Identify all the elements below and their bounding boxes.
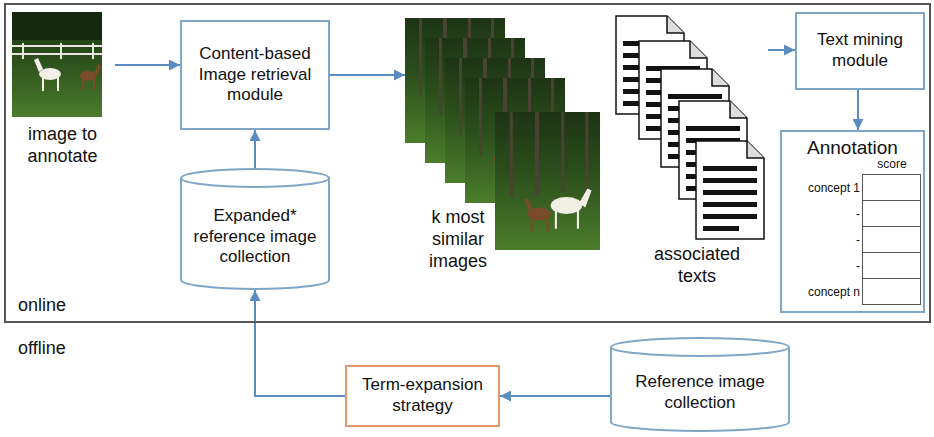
database-cylinder: Reference image collection: [610, 337, 790, 432]
document-stack: associated texts: [612, 12, 768, 292]
text-holder: concept 1: [782, 181, 860, 196]
score-table: [863, 175, 921, 305]
process-box: Content-based Image retrieval module: [180, 20, 330, 130]
image-caption: k most similar images: [425, 207, 491, 273]
panel-label: online: [18, 295, 98, 317]
cylinder-top: [611, 338, 789, 356]
process-box: Term-expansion strategy: [345, 365, 500, 427]
document-stack: [616, 16, 764, 239]
box-heading: Annotation: [782, 136, 923, 159]
flow-arrow: [255, 290, 345, 396]
online-panel: online image to annotate Content-based Ima…: [4, 3, 931, 323]
cylinder-body: [181, 178, 329, 289]
image-caption: image to annotate: [10, 124, 115, 168]
box-label: Content-based Image retrieval module: [188, 44, 322, 106]
flow-arrow: [500, 395, 610, 397]
box-label: Expanded* reference image collection: [188, 206, 322, 268]
database-cylinder: Expanded* reference image collection: [180, 168, 330, 290]
text-holder: image to annotate: [10, 124, 115, 168]
photo: [495, 112, 600, 250]
box-label: Text mining module: [803, 30, 917, 71]
text-holder: online: [18, 295, 98, 317]
flow-arrow: [254, 130, 256, 168]
text-holder: score: [862, 157, 922, 172]
text-holder: -: [782, 233, 860, 248]
image-stack: k most similar images: [405, 18, 610, 290]
row-label: -: [782, 207, 860, 222]
text-holder: associated texts: [647, 244, 747, 288]
process-box: Text mining module: [795, 12, 925, 90]
document-caption: associated texts: [647, 244, 747, 288]
cylinder-body: [611, 347, 789, 431]
query-image: image to annotate: [10, 10, 115, 205]
document-icon: [696, 141, 764, 239]
flow-arrow: [857, 90, 859, 130]
section-label: offline: [18, 338, 108, 360]
text-holder: offline: [18, 338, 108, 360]
box-label: Reference image collection: [618, 372, 782, 413]
box-label: Term-expansion strategy: [353, 375, 492, 416]
query-photo: [12, 12, 102, 117]
flow-arrow: [330, 74, 405, 76]
row-label: -: [782, 259, 860, 274]
cylinder-top: [181, 169, 329, 187]
text-holder: k most similar images: [425, 207, 491, 273]
text-holder: concept n: [782, 285, 860, 300]
text-holder: -: [782, 207, 860, 222]
text-holder: -: [782, 259, 860, 274]
flow-arrow: [115, 64, 180, 66]
row-label: concept n: [782, 285, 860, 300]
row-label: concept 1: [782, 181, 860, 196]
annotation-box: Annotationscoreconcept 1 - - - concept n: [780, 130, 925, 313]
flow-arrow: [768, 49, 795, 51]
text-holder: Annotation: [782, 136, 923, 159]
column-header: score: [862, 157, 922, 172]
row-label: -: [782, 233, 860, 248]
